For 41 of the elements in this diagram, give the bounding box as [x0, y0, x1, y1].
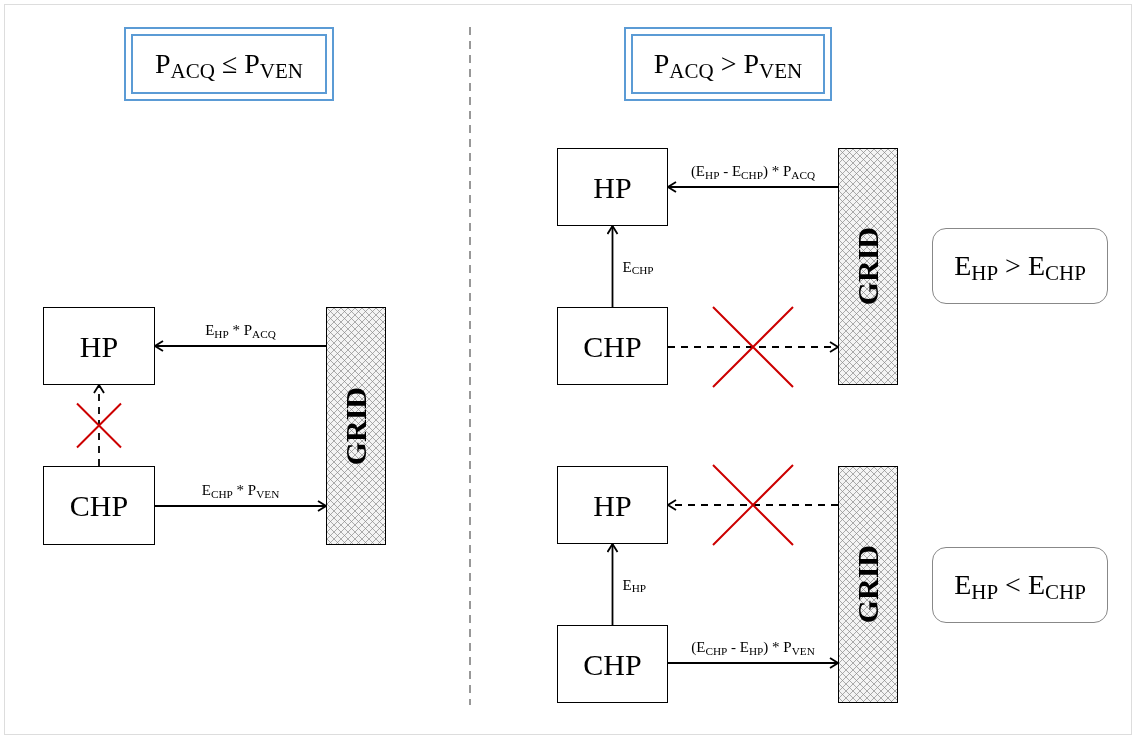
- edge-label: E$_{CHP}$: [622, 257, 654, 277]
- grid-label: GRID: [341, 386, 371, 466]
- arrow: [667, 499, 839, 511]
- unit-label: CHP: [583, 328, 642, 365]
- arrow: [93, 384, 105, 467]
- unit-box: [557, 625, 668, 703]
- grid-bar: [838, 148, 898, 385]
- arrow: [667, 657, 839, 669]
- arrow: [667, 341, 839, 353]
- unit-box: [43, 466, 155, 545]
- unit-box: [557, 307, 668, 385]
- grid-bar: [838, 466, 898, 703]
- unit-label: CHP: [69, 488, 129, 524]
- condition-text: P$_{ACQ}$ > P$_{VEN}$: [653, 47, 803, 85]
- grid-label: GRID: [853, 545, 883, 624]
- arrow: [154, 340, 327, 352]
- arrow: [667, 181, 839, 193]
- arrow: [154, 500, 327, 512]
- condition-text: E$_{HP}$ > E$_{CHP}$: [954, 249, 1086, 287]
- condition-text: P$_{ACQ}$ ≤ P$_{VEN}$: [154, 47, 303, 85]
- grid-label: GRID: [853, 227, 883, 306]
- condition-box: [932, 547, 1108, 623]
- arrow: [606, 543, 619, 626]
- arrow: [606, 225, 619, 308]
- condition-title-frame: [124, 27, 334, 101]
- unit-label: HP: [79, 328, 119, 365]
- edge-label: (E$_{CHP}$ - E$_{HP}$) * P$_{VEN}$: [691, 638, 815, 657]
- edge-label: (E$_{HP}$ - E$_{CHP}$) * P$_{ACQ}$: [690, 162, 816, 181]
- edge-label: E$_{CHP}$ * P$_{VEN}$: [201, 481, 280, 500]
- unit-label: HP: [593, 169, 632, 206]
- condition-text: E$_{HP}$ < E$_{CHP}$: [954, 568, 1086, 606]
- condition-title-frame: [624, 27, 832, 101]
- unit-label: HP: [593, 487, 632, 524]
- unit-box: [557, 466, 668, 544]
- unit-box: [43, 307, 155, 385]
- edge-label: E$_{HP}$ * P$_{ACQ}$: [205, 321, 276, 340]
- unit-box: [557, 148, 668, 226]
- grid-bar: [326, 307, 386, 545]
- condition-box: [932, 228, 1108, 304]
- unit-label: CHP: [583, 646, 642, 683]
- edge-label: E$_{HP}$: [622, 575, 647, 595]
